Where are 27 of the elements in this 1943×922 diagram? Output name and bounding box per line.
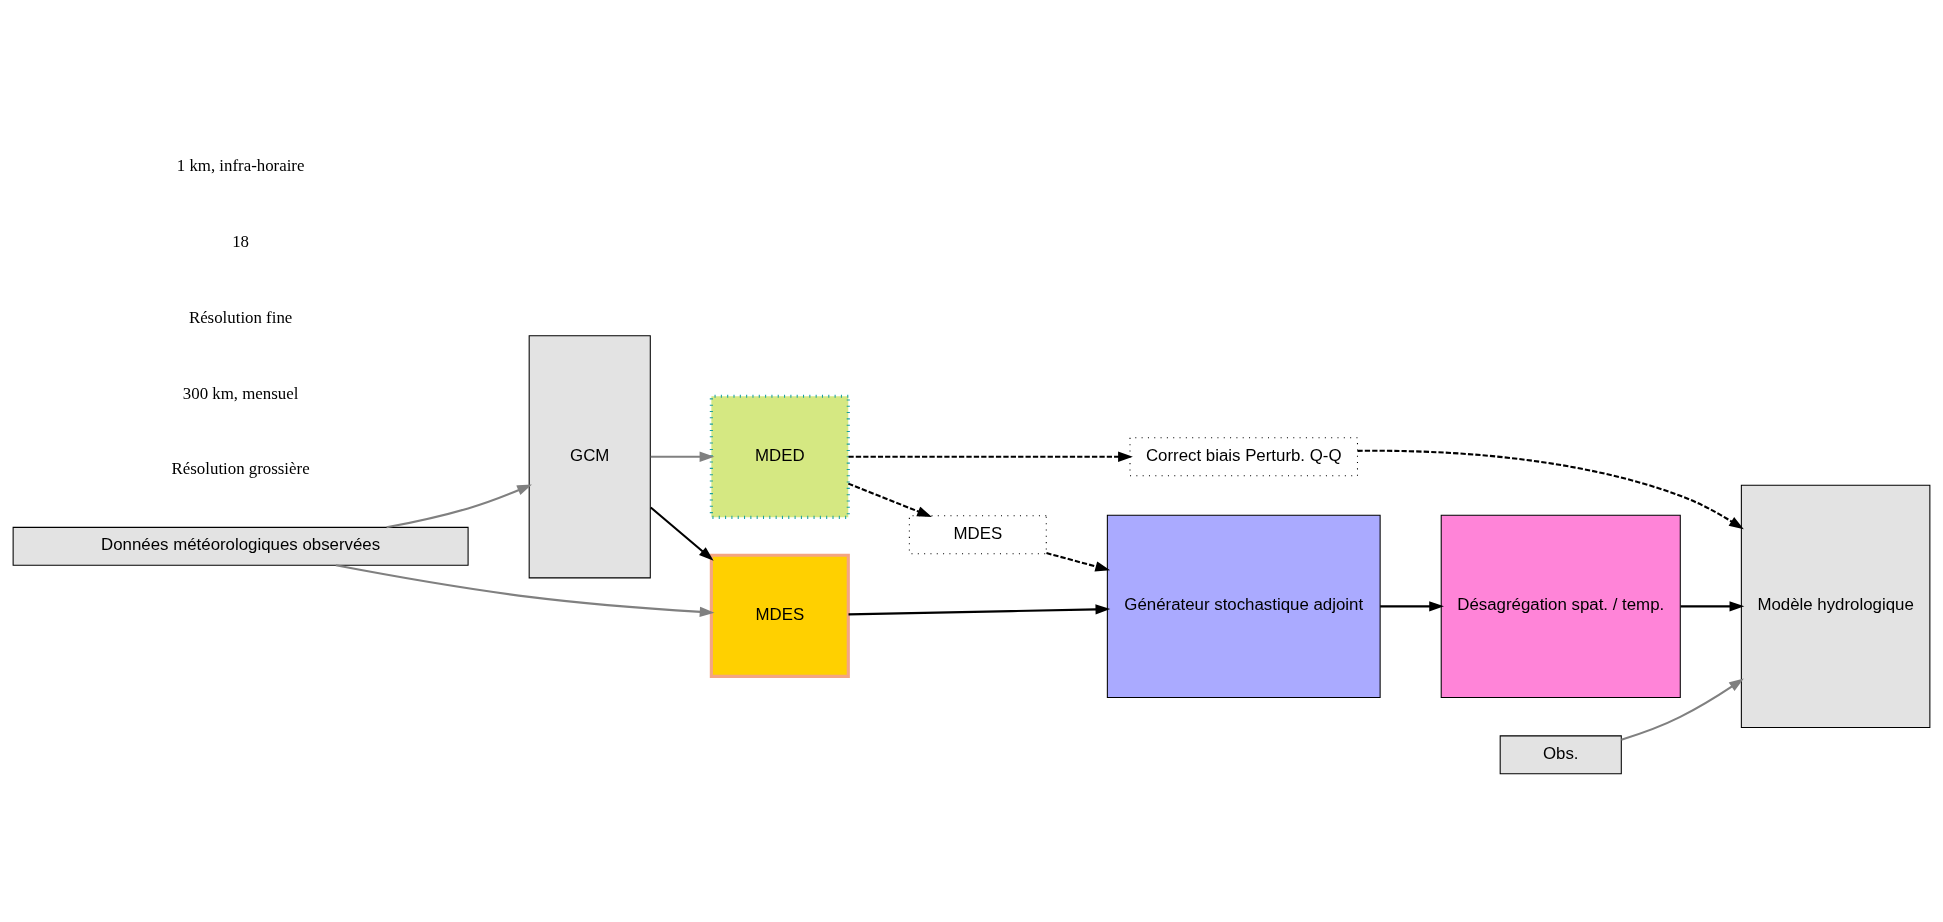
label: 300 km, mensuel — [182, 383, 299, 403]
arrow — [1621, 678, 1744, 741]
arrow — [650, 451, 715, 462]
label: 1 km, infra-horaire — [176, 156, 305, 176]
arrow — [335, 564, 715, 617]
arrow — [386, 484, 532, 529]
label: 18 — [232, 232, 250, 251]
arrow — [1357, 449, 1744, 530]
arrow — [848, 451, 1133, 462]
node-box: MDES — [709, 553, 850, 678]
arrow — [1680, 601, 1745, 612]
arrow — [847, 482, 932, 517]
node-box: GCM — [528, 335, 651, 579]
node-box: MDED — [709, 394, 850, 519]
node-box: MDES — [908, 515, 1047, 555]
arrow — [650, 506, 714, 561]
node-box: Obs. — [1499, 735, 1622, 775]
node-box: Modèle hydrologique — [1740, 484, 1931, 728]
node-box: Générateur stochastique adjoint — [1106, 514, 1381, 698]
node-box: Correct biais Perturb. Q-Q — [1129, 437, 1358, 477]
node-box: Données météorologiques observées — [12, 526, 469, 566]
label: Résolution fine — [188, 307, 293, 327]
label: Résolution grossière — [171, 459, 310, 479]
arrow — [848, 604, 1111, 616]
arrow — [1380, 601, 1444, 612]
node-box: Désagrégation spat. / temp. — [1440, 514, 1681, 698]
arrow — [1046, 552, 1111, 572]
